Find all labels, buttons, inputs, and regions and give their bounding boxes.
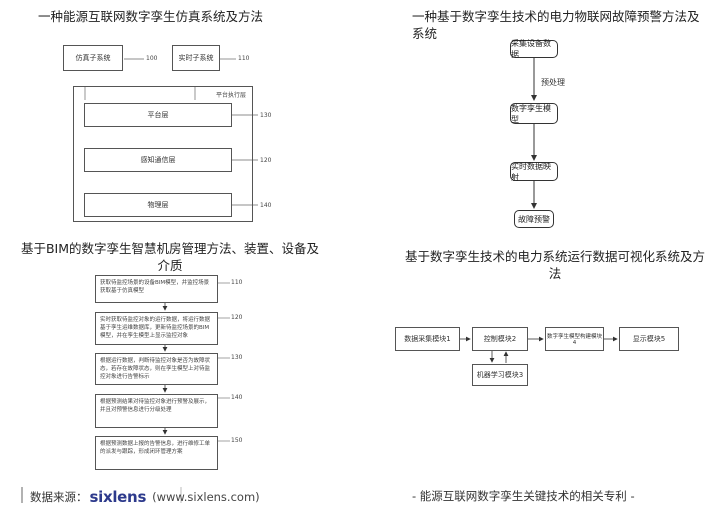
flow-step: 实时获取待监控对象的运行数据，将运行数据基于孪生运维数据库，更新待监控场景的BI… <box>95 312 218 345</box>
flow-step: 根据运行数据，判断待监控对象是否为故障状态，若存在故障状态，则在孪生模型上对待监… <box>95 353 218 385</box>
preprocess-label: 预处理 <box>541 78 565 87</box>
ref-number: 140 <box>260 202 272 209</box>
ref-number: 150 <box>231 437 243 444</box>
ref-number: 140 <box>231 394 243 401</box>
platform-layer-box: 平台层 <box>84 103 232 127</box>
source-url: (www.sixlens.com) <box>152 490 260 504</box>
ref-number: 130 <box>260 112 272 119</box>
source-label: 数据来源： <box>30 490 88 504</box>
flow-step: 获取待监控场景的设备BIM模型，并监控场景获取基于仿真模型 <box>95 275 218 303</box>
ref-number: 130 <box>231 354 243 361</box>
panel2-title: 一种基于数字孪生技术的电力物联网故障预警方法及系统 <box>412 9 700 41</box>
sensing-layer-box: 感知通信层 <box>84 148 232 172</box>
panel1-title: 一种能源互联网数字孪生仿真系统及方法 <box>38 9 264 24</box>
realtime-subsystem-box: 实时子系统 <box>172 45 220 71</box>
ref-number: 120 <box>260 157 272 164</box>
machine-learning-module: 机器学习模块3 <box>472 364 528 386</box>
twin-model-build-module: 数字孪生模型构建模块4 <box>545 327 604 351</box>
panel3-title: 基于BIM的数字孪生智慧机房管理方法、装置、设备及介质 <box>20 241 320 273</box>
ref-number: 110 <box>231 279 243 286</box>
figure-caption: - 能源互联网数字孪生关键技术的相关专利 - <box>412 489 635 503</box>
collect-data-step: 采集设备数据 <box>510 39 558 59</box>
realtime-mapping-step: 实时数据映射 <box>510 162 558 182</box>
flow-step: 根据预测数据上报的告警信息，进行维修工单的派发与跟踪，形成闭环管理方案 <box>95 436 218 470</box>
ref-number: 110 <box>238 55 250 62</box>
ref-number: 100 <box>146 55 158 62</box>
control-module: 控制模块2 <box>472 327 528 351</box>
simulation-subsystem-box: 仿真子系统 <box>63 45 123 71</box>
source-attribution: 数据来源： sixlens (www.sixlens.com) <box>30 488 260 506</box>
twin-model-step: 数字孪生模型 <box>510 103 558 124</box>
container-label: 平台执行层 <box>215 92 246 99</box>
fault-warning-step: 故障预警 <box>514 210 554 228</box>
data-acquisition-module: 数据采集模块1 <box>395 327 460 351</box>
platform-container: 平台执行层 <box>73 86 253 222</box>
display-module: 显示模块5 <box>619 327 679 351</box>
ref-number: 120 <box>231 314 243 321</box>
physical-layer-box: 物理层 <box>84 193 232 217</box>
sixlens-logo: sixlens <box>89 488 147 506</box>
panel4-title: 基于数字孪生技术的电力系统运行数据可视化系统及方法 <box>405 249 706 281</box>
flow-step: 根据预测结果对待监控对象进行预警及展示，并且对预警信息进行分级处理 <box>95 394 218 428</box>
